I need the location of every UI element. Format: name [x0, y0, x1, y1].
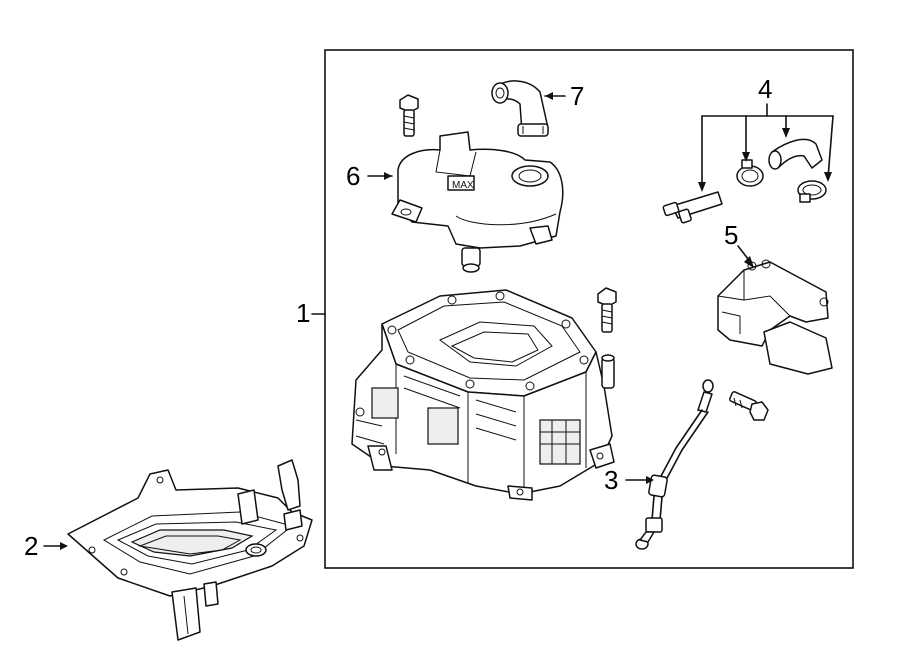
leader-4 [698, 103, 834, 192]
callout-1: 1 [296, 298, 311, 328]
assembly-frame [324, 49, 854, 569]
coolant-reservoir-icon: MAX [391, 131, 564, 273]
inverter-assembly-icon [351, 289, 615, 501]
bracket-icon [717, 259, 833, 375]
bolt-icon [399, 94, 419, 137]
callout-2: 2 [24, 531, 39, 561]
callout-6: 6 [346, 161, 361, 191]
hose-icon [491, 80, 549, 137]
bolt-icon-3 [728, 391, 769, 421]
callout-3: 3 [604, 465, 619, 495]
mounting-bracket-icon [67, 459, 313, 641]
bolt-icon-2 [597, 287, 617, 333]
hose-and-clamps-icon [662, 138, 827, 224]
svg-text:MAX: MAX [452, 180, 474, 191]
callout-5: 5 [724, 220, 739, 250]
callout-7: 7 [570, 81, 585, 111]
ground-cable-icon [635, 379, 714, 550]
callout-4: 4 [758, 74, 773, 104]
